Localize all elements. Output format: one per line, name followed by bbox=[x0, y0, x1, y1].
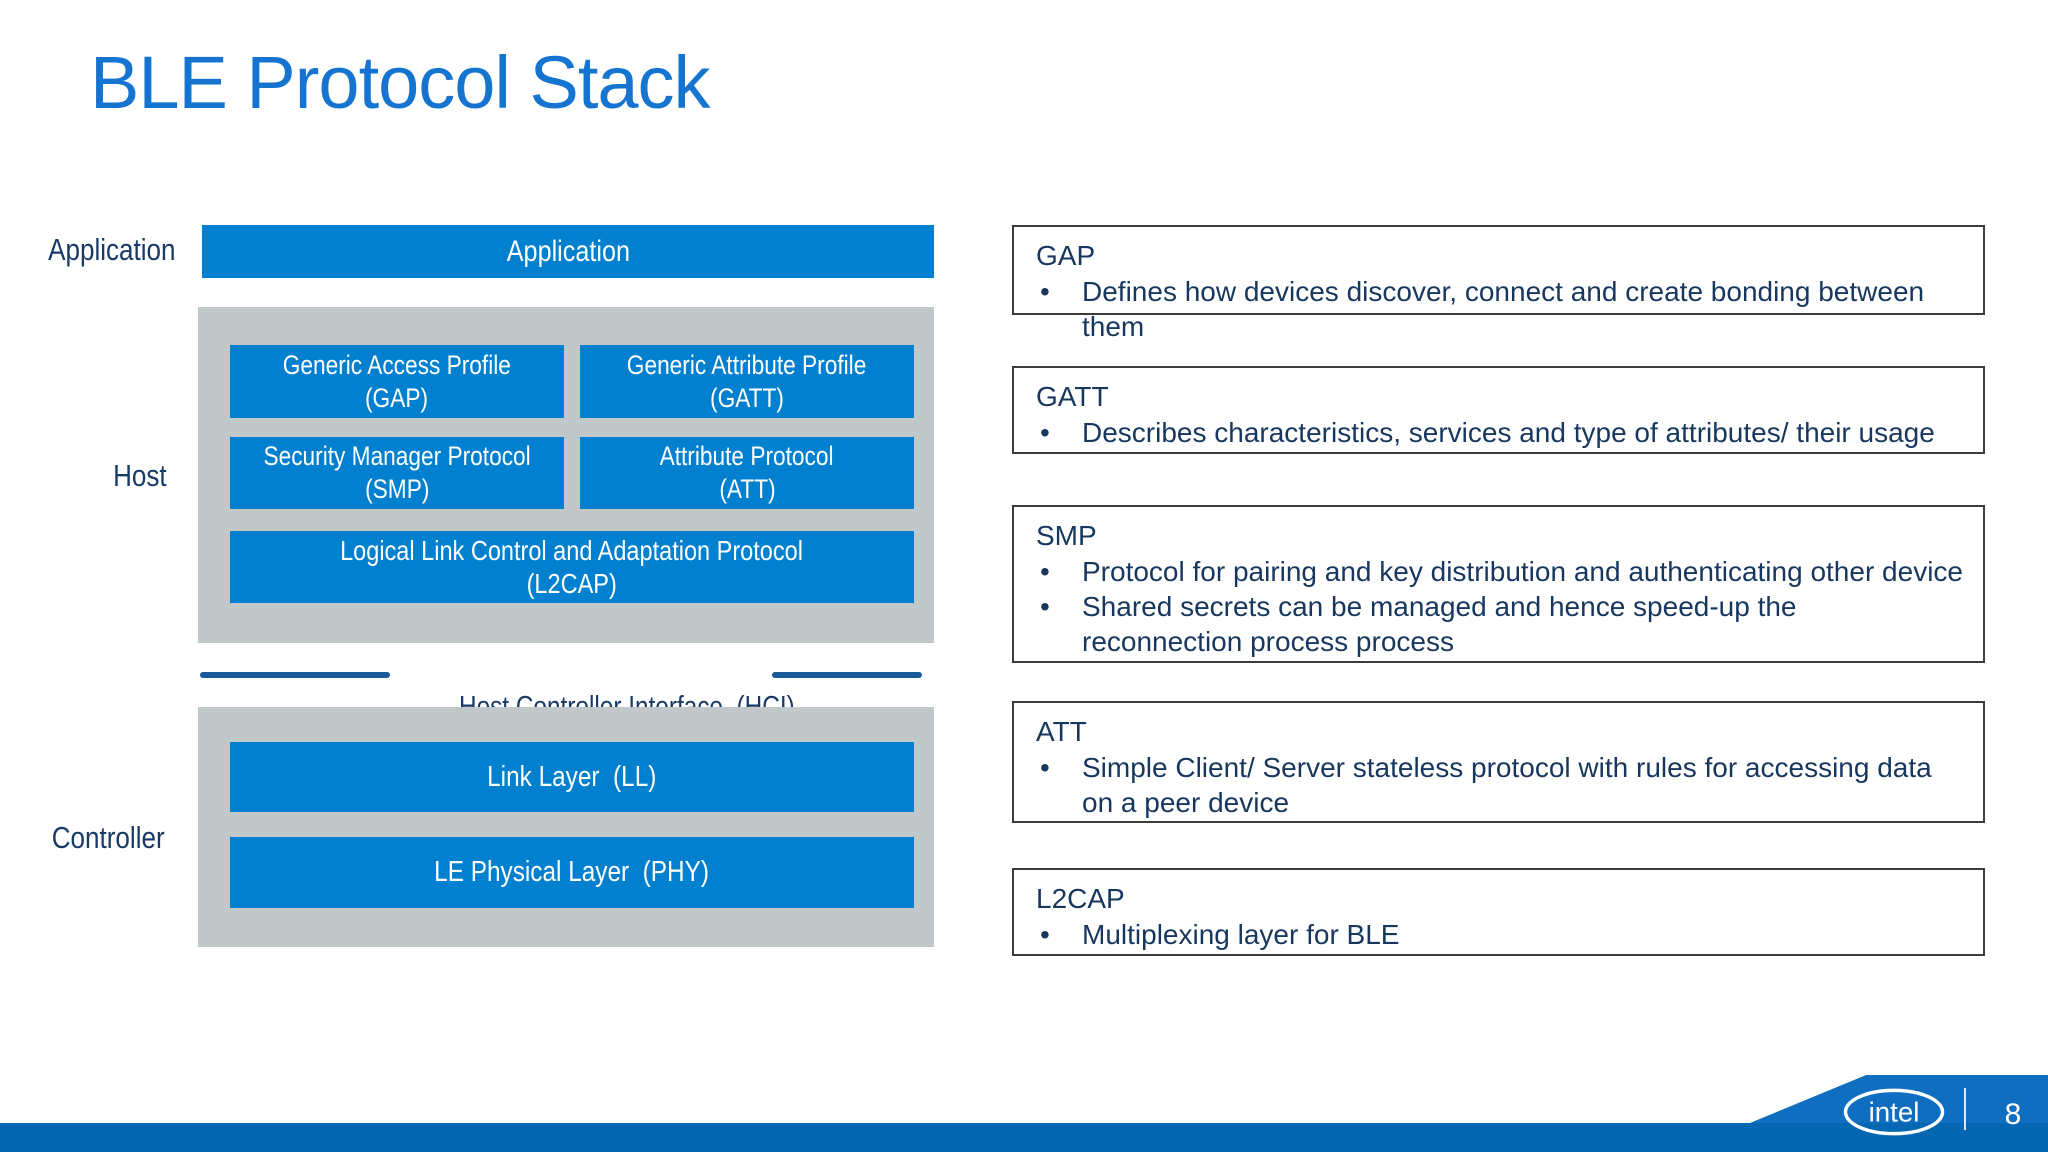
intel-logo: intel bbox=[1843, 1088, 1945, 1136]
intel-logo-text: intel bbox=[1869, 1097, 1920, 1128]
note-heading: ATT bbox=[1036, 716, 1087, 747]
note-heading: SMP bbox=[1036, 520, 1097, 551]
note-bullet: • Multiplexing layer for BLE bbox=[1036, 917, 1963, 952]
footer-band bbox=[0, 1123, 2048, 1152]
stack-box-le-physical-layer: LE Physical Layer (PHY) bbox=[230, 837, 914, 908]
hci-line-left bbox=[200, 672, 390, 678]
note-heading: L2CAP bbox=[1036, 883, 1125, 914]
stack-box-gap: Generic Access Profile (GAP) bbox=[230, 345, 564, 418]
footer-divider bbox=[1964, 1088, 1966, 1130]
note-bullet: • Simple Client/ Server stateless protoc… bbox=[1036, 750, 1963, 820]
bullet-icon: • bbox=[1040, 752, 1050, 783]
note-box-att: ATT • Simple Client/ Server stateless pr… bbox=[1012, 701, 1985, 823]
note-bullet: • Defines how devices discover, connect … bbox=[1036, 274, 1963, 344]
note-bullet: • Describes characteristics, services an… bbox=[1036, 415, 1963, 450]
note-bullet: • Shared secrets can be managed and henc… bbox=[1036, 589, 1963, 659]
note-heading: GATT bbox=[1036, 381, 1109, 412]
bullet-icon: • bbox=[1040, 417, 1050, 448]
stack-box-smp: Security Manager Protocol (SMP) bbox=[230, 437, 564, 509]
stack-box-application: Application bbox=[202, 225, 934, 278]
bullet-icon: • bbox=[1040, 556, 1050, 587]
note-box-l2cap: L2CAP • Multiplexing layer for BLE bbox=[1012, 868, 1985, 956]
side-label-host: Host bbox=[113, 458, 167, 493]
note-box-smp: SMP • Protocol for pairing and key distr… bbox=[1012, 505, 1985, 663]
bullet-icon: • bbox=[1040, 276, 1050, 307]
page-title: BLE Protocol Stack bbox=[90, 41, 711, 124]
note-bullet: • Protocol for pairing and key distribut… bbox=[1036, 554, 1963, 589]
bullet-icon: • bbox=[1040, 919, 1050, 950]
stack-box-att: Attribute Protocol (ATT) bbox=[580, 437, 914, 509]
stack-box-l2cap: Logical Link Control and Adaptation Prot… bbox=[230, 531, 914, 603]
stack-box-gatt: Generic Attribute Profile (GATT) bbox=[580, 345, 914, 418]
page-number: 8 bbox=[2004, 1098, 2022, 1131]
note-box-gatt: GATT • Describes characteristics, servic… bbox=[1012, 366, 1985, 454]
stack-box-link-layer: Link Layer (LL) bbox=[230, 742, 914, 812]
side-label-controller: Controller bbox=[51, 820, 165, 855]
note-heading: GAP bbox=[1036, 240, 1096, 271]
bullet-icon: • bbox=[1040, 591, 1050, 622]
side-label-application: Application bbox=[48, 232, 176, 267]
note-box-gap: GAP • Defines how devices discover, conn… bbox=[1012, 225, 1985, 342]
hci-line-right bbox=[772, 672, 922, 678]
